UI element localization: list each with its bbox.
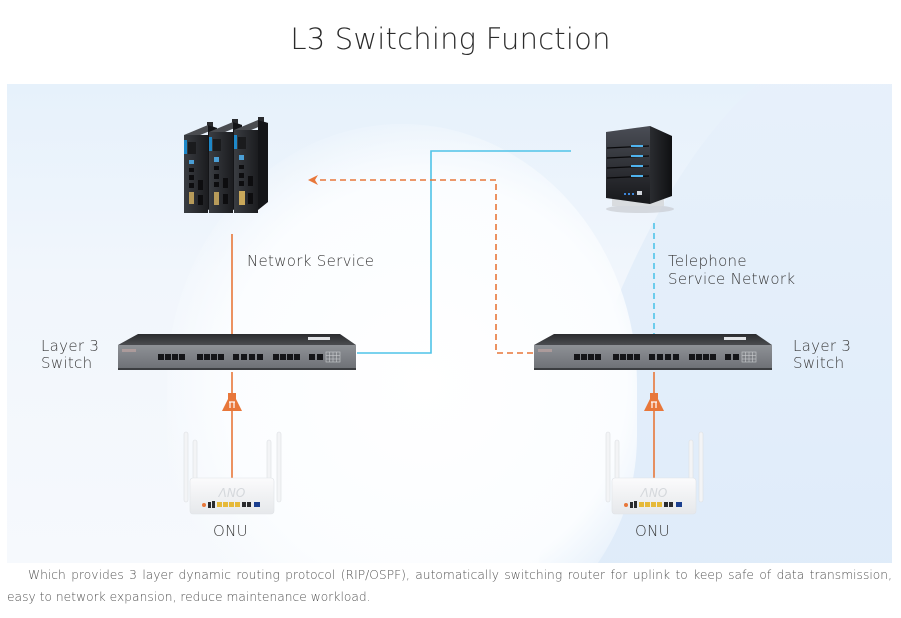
link-right-switch-to-network-service [316, 179, 533, 354]
plug-icon [644, 393, 664, 411]
page-title: L3 Switching Function [290, 22, 611, 56]
wifi-router-icon: ΛNO [183, 431, 282, 515]
right-switch-label-line1: Layer 3 [793, 337, 852, 355]
telephone-service-label-line1: Telephone [668, 252, 747, 270]
tower-server-icon [606, 126, 674, 213]
left-onu-label: ONU [213, 522, 248, 540]
wifi-router-icon: ΛNO [605, 431, 704, 515]
arrow-head-icon [308, 175, 318, 185]
telephone-service-label-line2: Service Network [668, 270, 796, 288]
network-switch-icon [118, 334, 356, 370]
left-switch-label-line2: Switch [41, 354, 93, 372]
router-brand: ΛNO [218, 486, 246, 500]
server-rack-icon [184, 117, 268, 213]
router-brand: ΛNO [640, 486, 668, 500]
description-text: Which provides 3 layer dynamic routing p… [7, 568, 892, 604]
left-switch-label-line1: Layer 3 [41, 337, 100, 355]
network-service-label: Network Service [247, 252, 375, 270]
network-switch-icon [534, 334, 772, 370]
right-onu-label: ONU [635, 522, 670, 540]
link-left-switch-to-telephone-server [357, 150, 571, 354]
plug-icon [222, 393, 242, 411]
right-switch-label-line2: Switch [793, 354, 845, 372]
